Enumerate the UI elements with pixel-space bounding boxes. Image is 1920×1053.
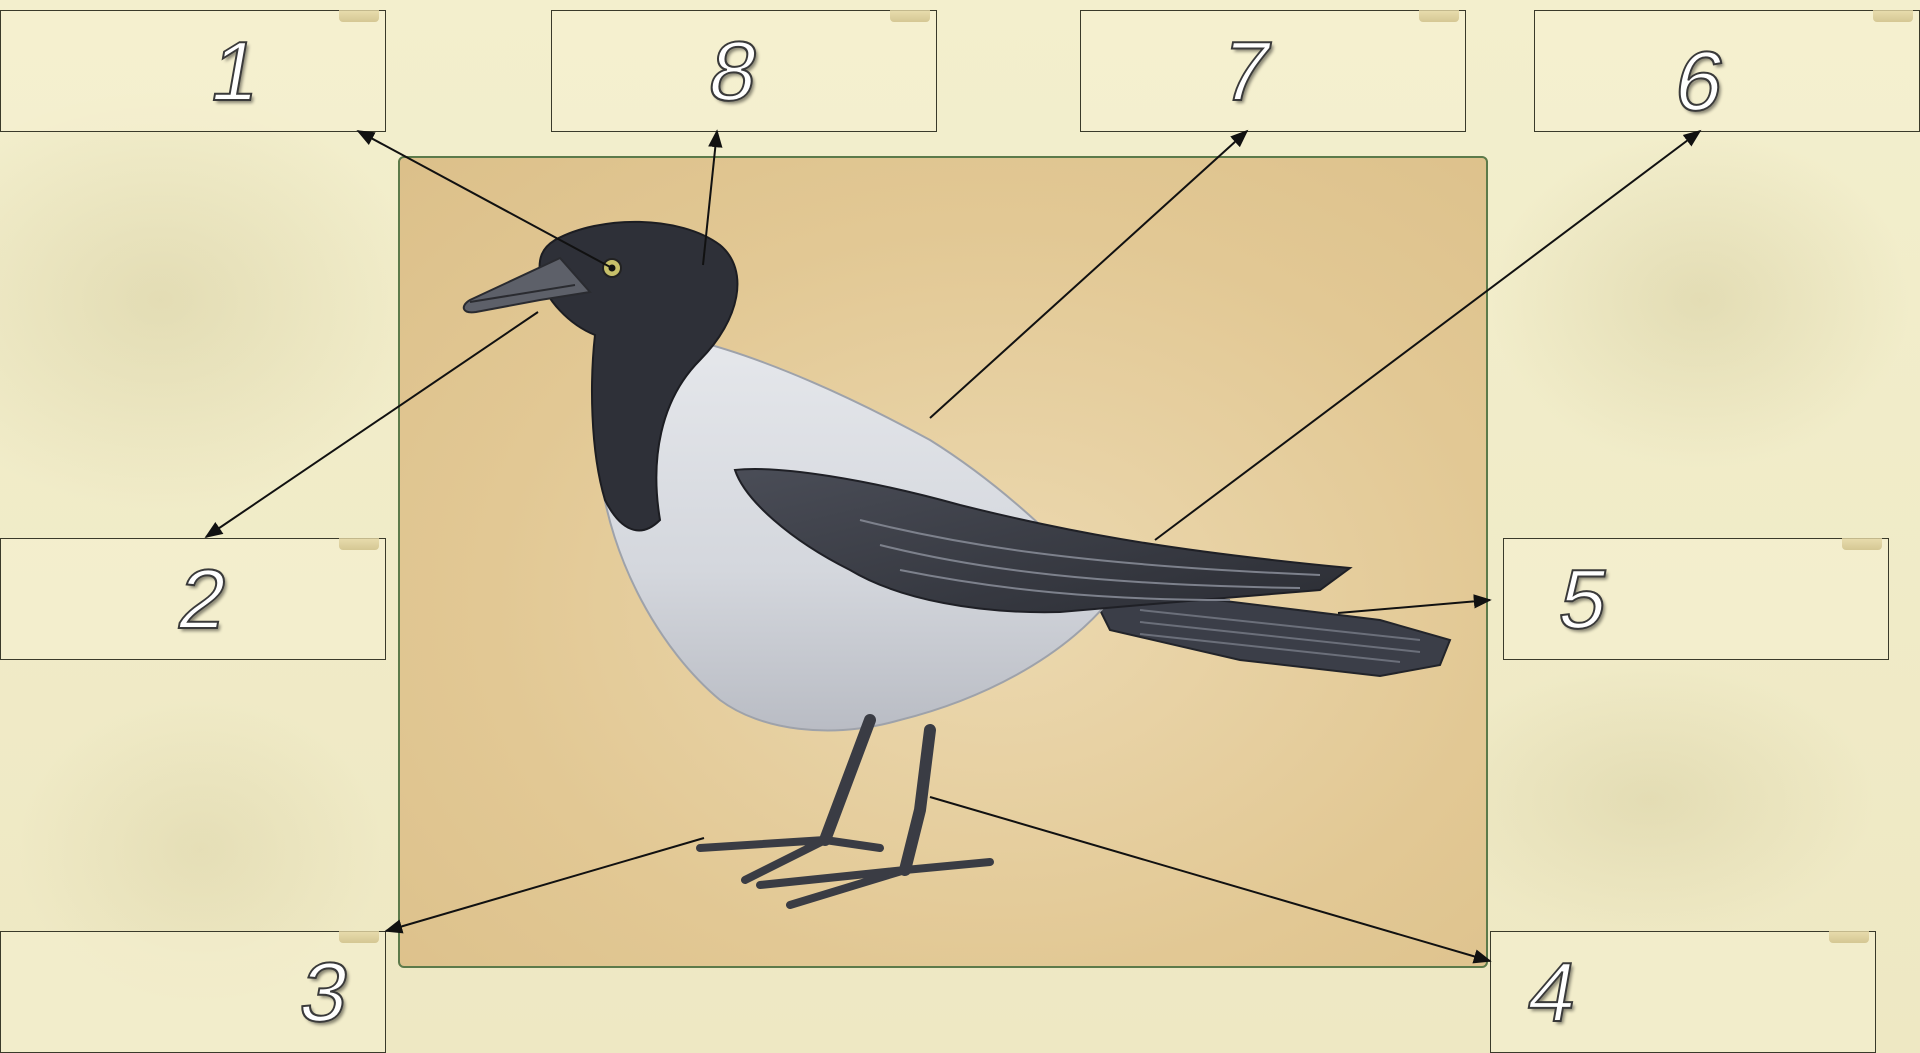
crow-drawing bbox=[464, 222, 1450, 905]
arrow-7 bbox=[930, 131, 1247, 418]
arrow-1 bbox=[358, 131, 612, 268]
arrow-6 bbox=[1155, 131, 1700, 540]
arrow-4 bbox=[930, 797, 1490, 961]
arrow-2 bbox=[206, 312, 538, 537]
arrow-3 bbox=[386, 838, 704, 931]
arrow-5 bbox=[1338, 600, 1490, 613]
